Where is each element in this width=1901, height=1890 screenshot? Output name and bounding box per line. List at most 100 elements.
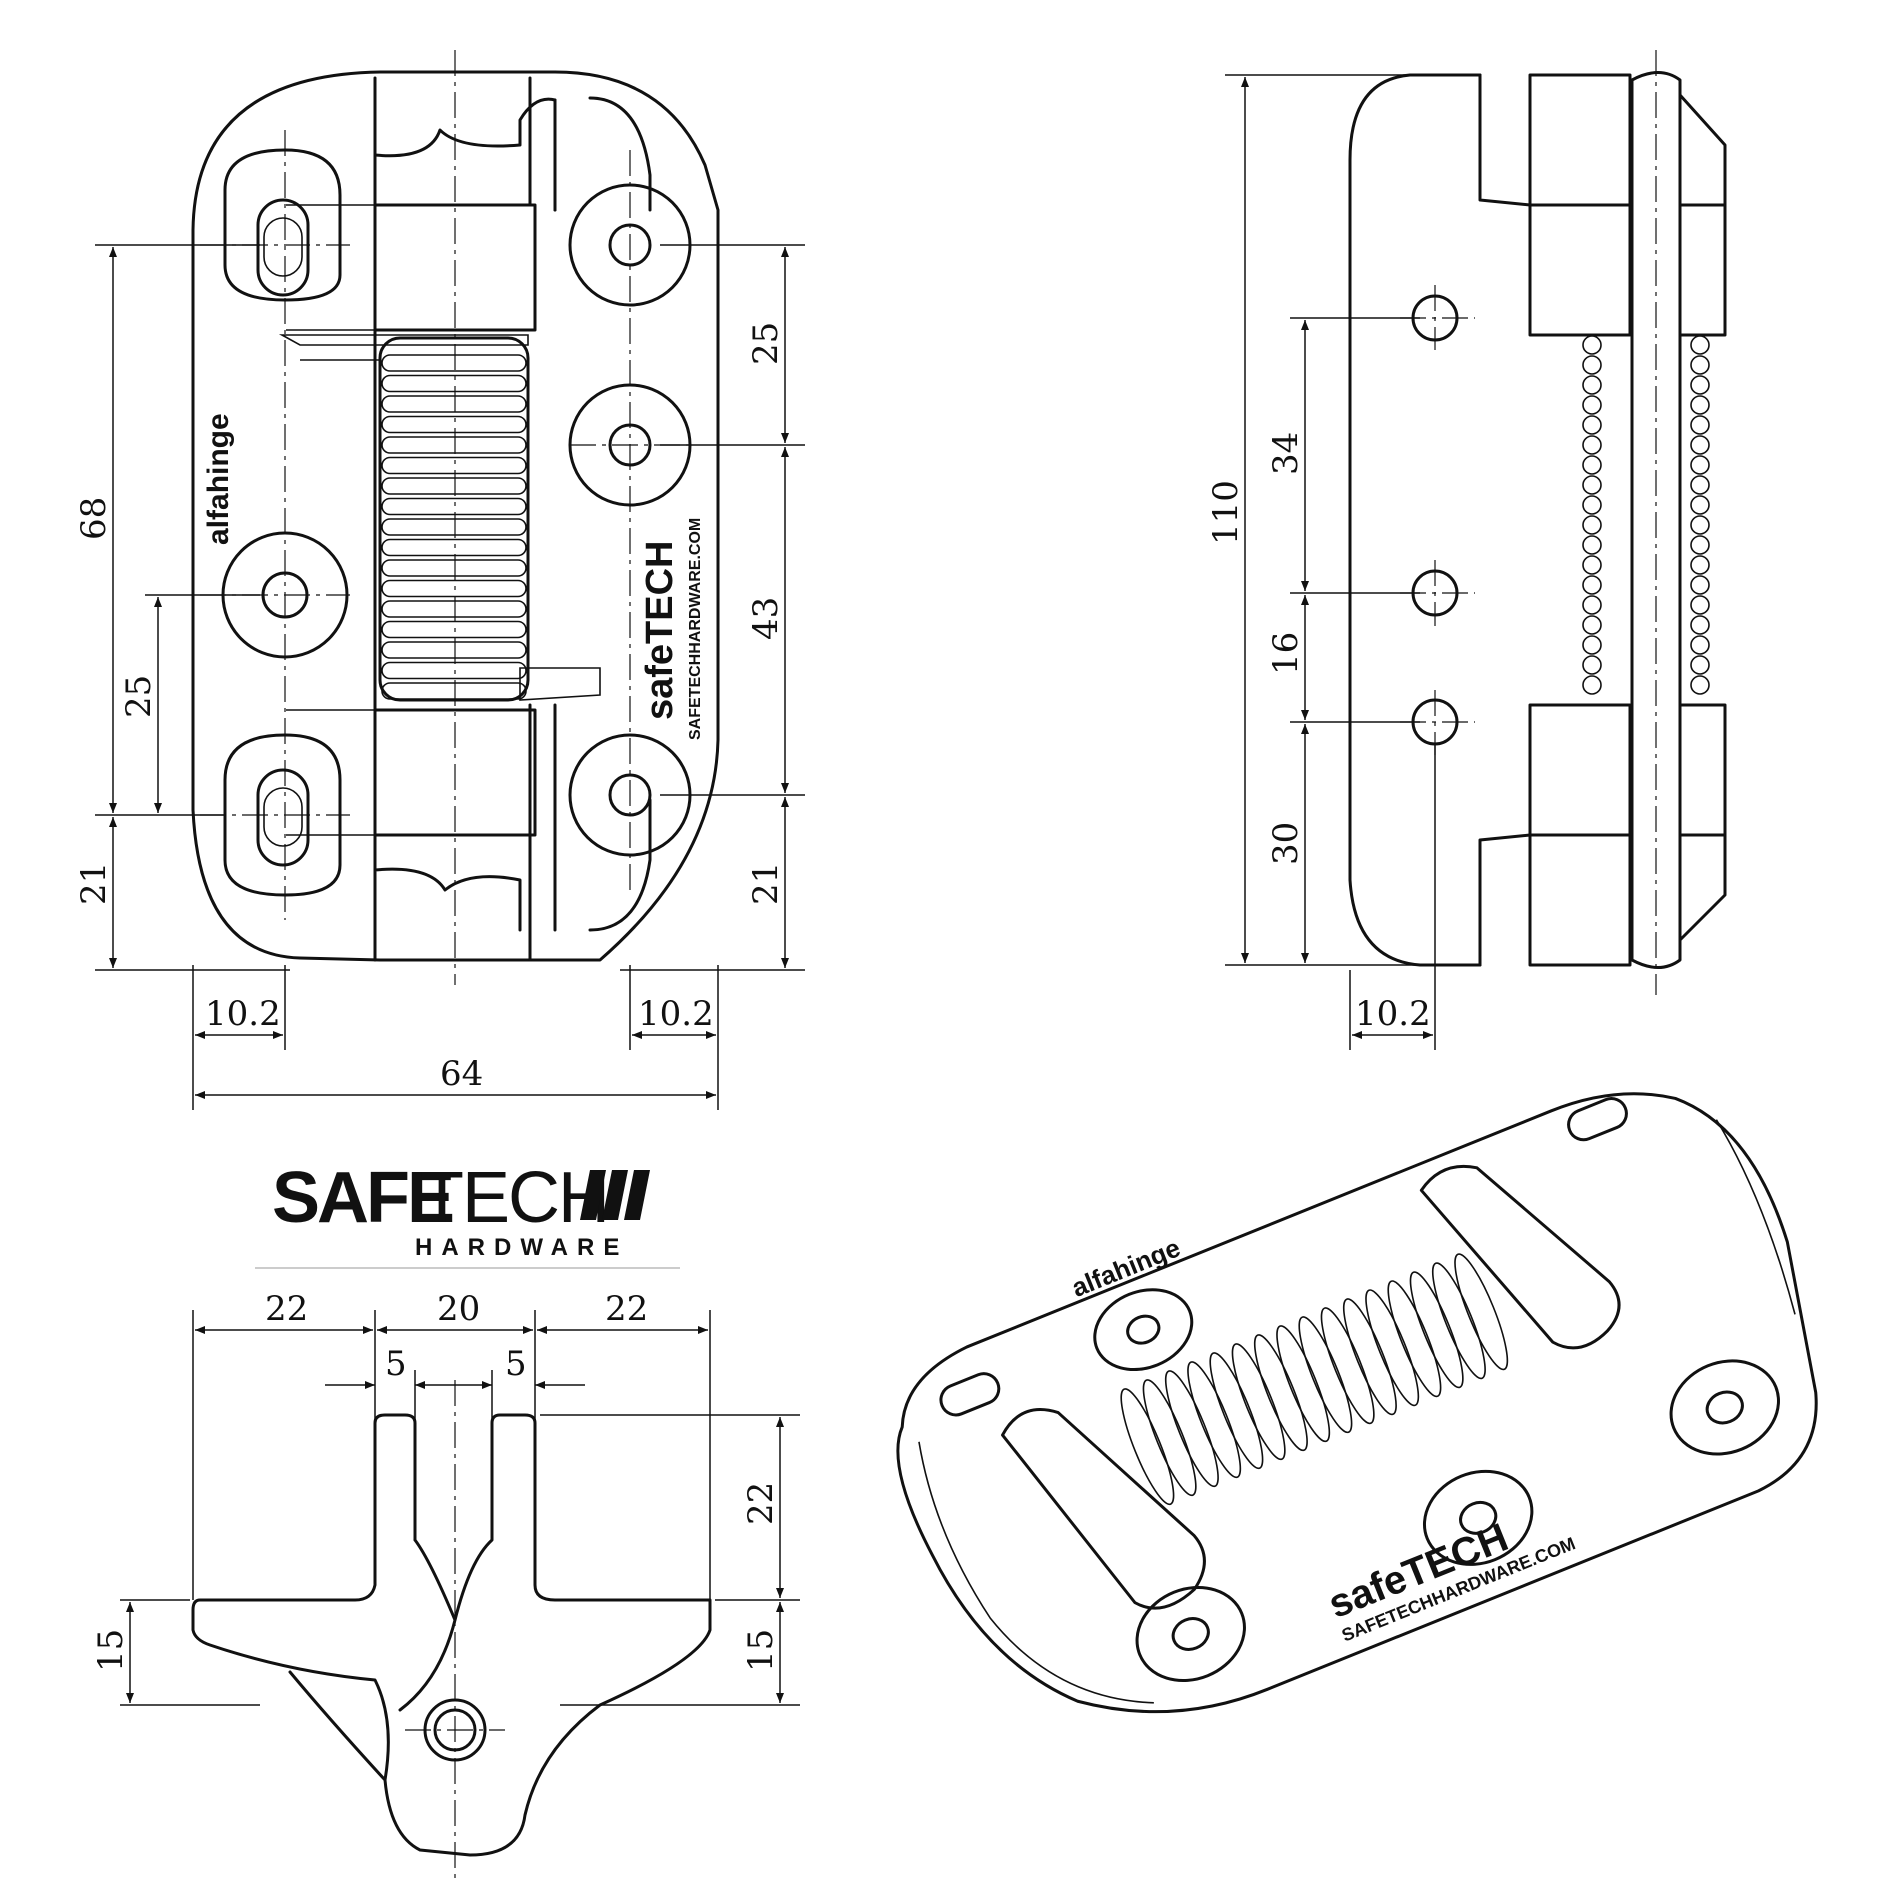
iso-spring-coil (1298, 1316, 1353, 1434)
side-block-right (1678, 93, 1727, 942)
logo-safe: SAFE (272, 1158, 453, 1238)
iso-spring-coil (1164, 1370, 1219, 1488)
front-dimensions: 64 10.2 10.2 68 25 21 25 43 21 (74, 244, 805, 1110)
front-embossed-url: SAFETECHHARDWARE.COM (687, 518, 704, 740)
spring-coil (381, 518, 527, 536)
spring-coil-section (1690, 455, 1710, 475)
side-spring-coils-left (1582, 335, 1602, 695)
spring-coil-section (1690, 575, 1710, 595)
spring-coil-section (1582, 555, 1602, 575)
dim-side-16: 16 (1266, 632, 1306, 675)
spring-coil-section (1582, 355, 1602, 375)
spring-coil-section (1582, 635, 1602, 655)
front-spring (278, 334, 601, 702)
iso-spring-coil (1187, 1361, 1242, 1479)
spring-coil-section (1690, 335, 1710, 355)
side-dimensions: 110 34 16 30 10.2 (1206, 74, 1480, 1050)
iso-body-outline (896, 1092, 1818, 1714)
spring-coil-section (1690, 355, 1710, 375)
front-view: alfahinge safeTECH SAFETECHHARDWARE.COM … (74, 50, 805, 1110)
front-embossed-logo: safeTECH (639, 541, 681, 721)
front-product-mark: alfahinge (202, 413, 235, 545)
dim-top-15-left: 15 (91, 1629, 131, 1672)
spring-coil-section (1582, 495, 1602, 515)
spring-coil (381, 415, 527, 434)
spring-coil-section (1690, 495, 1710, 515)
iso-spring-coil (1142, 1379, 1197, 1497)
dim-front-68: 68 (74, 497, 114, 540)
dim-front-25-left: 25 (119, 675, 159, 718)
iso-spring-coil (1253, 1334, 1308, 1452)
logo-hardware: HARDWARE (415, 1234, 628, 1261)
iso-spring-coil (1320, 1307, 1375, 1425)
side-holes (1400, 285, 1475, 755)
spring-coil-section (1690, 395, 1710, 415)
spring-coil-section (1582, 515, 1602, 535)
spring-coil-section (1690, 375, 1710, 395)
iso-knuckle-right (1419, 1164, 1621, 1350)
dim-front-25-right: 25 (746, 322, 786, 365)
spring-coil-section (1690, 515, 1710, 535)
top-view: 22 20 22 5 5 22 15 15 (91, 1289, 800, 1880)
spring-coil-section (1582, 575, 1602, 595)
spring-coil-section (1582, 375, 1602, 395)
iso-spring-coil (1387, 1280, 1442, 1398)
iso-mount-holes (939, 1097, 1780, 1683)
spring-coil (381, 559, 527, 577)
spring-coil (381, 374, 527, 393)
dim-side-34: 34 (1266, 432, 1306, 475)
dim-side-30: 30 (1266, 822, 1306, 865)
dim-side-10-2: 10.2 (1355, 994, 1431, 1034)
spring-coil-section (1582, 535, 1602, 555)
spring-coil (381, 682, 527, 700)
front-knuckle-lines (286, 204, 375, 836)
spring-coil-section (1582, 475, 1602, 495)
spring-coil-section (1582, 615, 1602, 635)
dim-top-5-right: 5 (505, 1344, 527, 1384)
spring-coil (381, 620, 527, 639)
spring-coil-section (1690, 475, 1710, 495)
iso-knuckle-left (1001, 1408, 1206, 1610)
top-view-outline (191, 1413, 712, 1857)
iso-spring-coil (1342, 1298, 1397, 1416)
spring-coil-section (1582, 675, 1602, 695)
front-knuckle-bottom (373, 708, 537, 837)
front-knuckle-top (373, 203, 537, 332)
spring-coil (381, 600, 527, 618)
dim-front-21-left: 21 (74, 862, 114, 905)
iso-spring-coil (1409, 1271, 1464, 1389)
spring-coil-section (1582, 655, 1602, 675)
iso-spring-coil (1431, 1262, 1486, 1380)
side-view: 110 34 16 30 10.2 (1206, 50, 1727, 1050)
side-plate-outline (1348, 73, 1482, 967)
side-block-2 (1528, 203, 1632, 337)
dim-front-edge-left: 10.2 (205, 994, 281, 1034)
spring-coil-section (1582, 435, 1602, 455)
top-dimensions: 22 20 22 5 5 22 15 15 (91, 1289, 800, 1706)
spring-coil (381, 436, 527, 454)
iso-spring-coil (1365, 1289, 1420, 1407)
logo-stripes-icon (580, 1170, 650, 1220)
dim-front-21-right: 21 (746, 862, 786, 905)
spring-coil-section (1690, 595, 1710, 615)
dim-top-15-right: 15 (741, 1629, 781, 1672)
dim-front-width: 64 (440, 1054, 483, 1094)
dim-top-20: 20 (437, 1289, 480, 1329)
spring-coil-section (1690, 655, 1710, 675)
front-leaf (373, 76, 557, 962)
spring-coil (381, 641, 527, 659)
dim-front-edge-right: 10.2 (638, 994, 714, 1034)
spring-coil (381, 395, 527, 413)
spring-coil (381, 477, 527, 495)
spring-coil-section (1582, 335, 1602, 355)
spring-coil (381, 538, 527, 557)
front-leaf-edge (588, 96, 652, 932)
side-block-3 (1528, 703, 1632, 837)
brand-logo: SAFE TECH HARDWARE (255, 1158, 680, 1269)
spring-coil (381, 661, 527, 680)
dim-top-22-right: 22 (605, 1289, 648, 1329)
spring-coil-section (1690, 675, 1710, 695)
dim-top-22-height: 22 (741, 1482, 781, 1525)
spring-coil-section (1690, 555, 1710, 575)
